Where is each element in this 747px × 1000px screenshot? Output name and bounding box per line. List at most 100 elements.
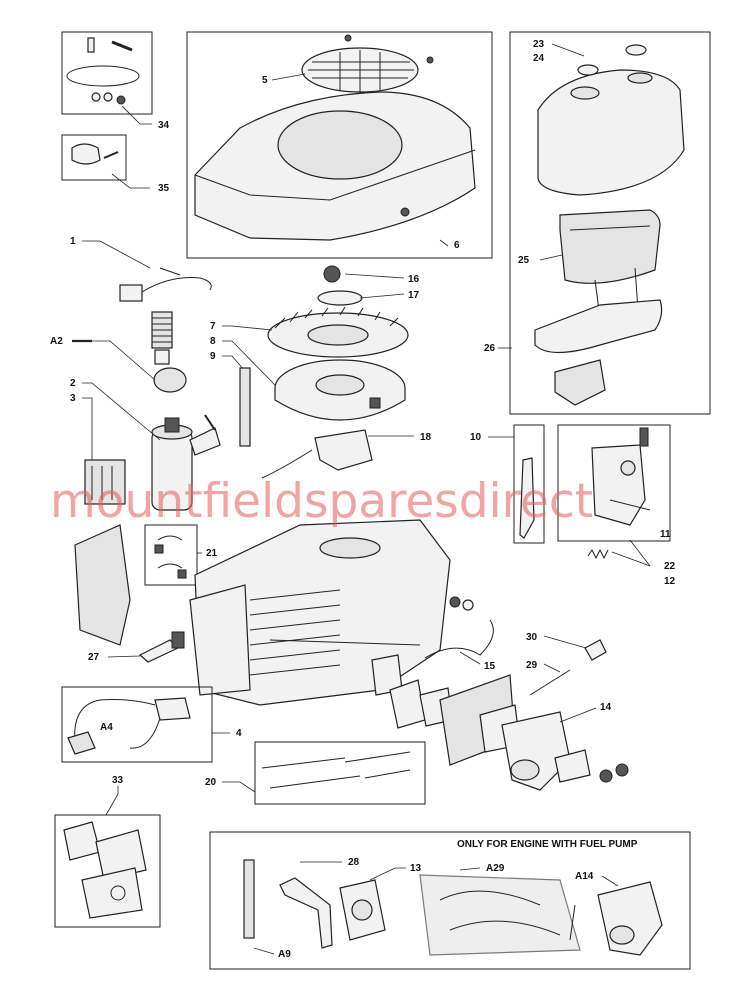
callout-10: 10: [470, 432, 482, 443]
fuel-hose: [449, 920, 561, 936]
ignition-coil: [314, 429, 373, 471]
callout-29: 29: [526, 660, 538, 671]
dipstick-tube: [243, 859, 255, 939]
part-group-6: 5 6: [186, 31, 493, 259]
rod: [111, 40, 133, 52]
part-group-1: 1: [70, 236, 212, 302]
callout-a9: A9: [278, 949, 291, 960]
callout-18: 18: [420, 432, 432, 443]
part-group-22-12: 22 12: [587, 539, 676, 587]
part-group-a2: A2: [50, 311, 187, 393]
part-group-2-3: 2 3: [70, 378, 221, 511]
hose-kit-area: [419, 874, 581, 956]
screw: [103, 151, 119, 159]
fuel-hose: [569, 904, 576, 941]
callout-34: 34: [158, 120, 170, 131]
cap: [625, 44, 647, 56]
pin: [87, 37, 95, 53]
part-group-11: 11: [557, 424, 671, 542]
dipstick-tube: [239, 367, 251, 447]
box-33: [54, 814, 161, 928]
fuel-tap: [584, 639, 607, 661]
part-group-35: 35: [61, 134, 170, 194]
callout-12: 12: [664, 576, 676, 587]
callout-a2: A2: [50, 336, 63, 347]
fuel-pump-option-group: ONLY FOR ENGINE WITH FUEL PUMP A9 28 13 …: [209, 831, 691, 970]
part-group-4: 4 A4: [61, 686, 242, 763]
callout-20: 20: [205, 777, 217, 788]
callout-1: 1: [70, 236, 76, 247]
bracket: [189, 427, 221, 456]
o-ring: [66, 65, 140, 87]
fuel-hose: [439, 890, 541, 906]
callout-30: 30: [526, 632, 538, 643]
callout-24: 24: [533, 53, 545, 64]
cylinder-opening: [319, 537, 381, 559]
part-group-10: 10: [470, 424, 545, 544]
box-20: [254, 741, 426, 805]
part-group-18: 18: [261, 429, 432, 479]
box-10: [513, 424, 545, 544]
callout-23: 23: [533, 39, 545, 50]
part-group-20: 20: [205, 741, 426, 805]
washer: [103, 92, 113, 102]
gasket: [554, 749, 591, 783]
part-group-34: 34: [61, 31, 170, 131]
housing-opening: [277, 110, 403, 180]
flywheel-ring: [274, 388, 406, 421]
air-filter-base: [534, 299, 663, 354]
box-11: [557, 424, 671, 542]
pump-bracket: [279, 877, 333, 949]
clamp: [71, 143, 101, 165]
callout-a14: A14: [575, 871, 594, 882]
callout-5: 5: [262, 75, 268, 86]
callout-14: 14: [600, 702, 612, 713]
connector: [119, 284, 143, 302]
fuel-pump-note: ONLY FOR ENGINE WITH FUEL PUMP: [457, 839, 638, 850]
callout-3: 3: [70, 393, 76, 404]
box-6: [186, 31, 493, 259]
intake-elbow: [554, 359, 606, 406]
part-group-15: 15: [424, 619, 496, 672]
callout-27: 27: [88, 652, 100, 663]
gasket: [95, 829, 147, 881]
callout-26: 26: [484, 343, 496, 354]
callout-6: 6: [454, 240, 460, 251]
watermark: mountfieldsparesdirect: [50, 474, 593, 529]
callout-7: 7: [210, 321, 216, 332]
callout-a29: A29: [486, 863, 505, 874]
part-group-29-30: 30 29: [526, 632, 607, 696]
governor-bracket: [591, 444, 646, 526]
part-group-33: 33: [54, 775, 161, 928]
flywheel-nut: [323, 265, 341, 283]
callout-2: 2: [70, 378, 76, 389]
control-lever: [519, 457, 535, 539]
engine-block: [74, 519, 474, 706]
box-26: [509, 31, 711, 415]
callout-11: 11: [660, 529, 671, 540]
filter-element: [559, 209, 661, 284]
part-group-26: 23 24 25 26: [484, 31, 711, 415]
starter-gear: [153, 367, 187, 393]
part-group-flywheel: 16 17 7 8 9: [210, 265, 420, 447]
cylinder-head-cover: [189, 584, 251, 696]
callout-28: 28: [348, 857, 360, 868]
box-35: [61, 134, 127, 181]
callout-a4: A4: [100, 722, 113, 733]
part-group-14: 14: [371, 654, 629, 791]
fuel-hose: [529, 669, 571, 696]
callout-8: 8: [210, 336, 216, 347]
spring: [587, 548, 609, 560]
box-4: [61, 686, 213, 763]
part-group-21: 21: [144, 524, 218, 586]
washer: [317, 290, 363, 306]
callout-15: 15: [484, 661, 496, 672]
gasket: [81, 867, 143, 919]
callout-13: 13: [410, 863, 422, 874]
fuel-pump-box: [209, 831, 691, 970]
breather-hose: [424, 619, 494, 659]
callout-17: 17: [408, 290, 420, 301]
callout-9: 9: [210, 351, 216, 362]
switch: [154, 697, 191, 721]
